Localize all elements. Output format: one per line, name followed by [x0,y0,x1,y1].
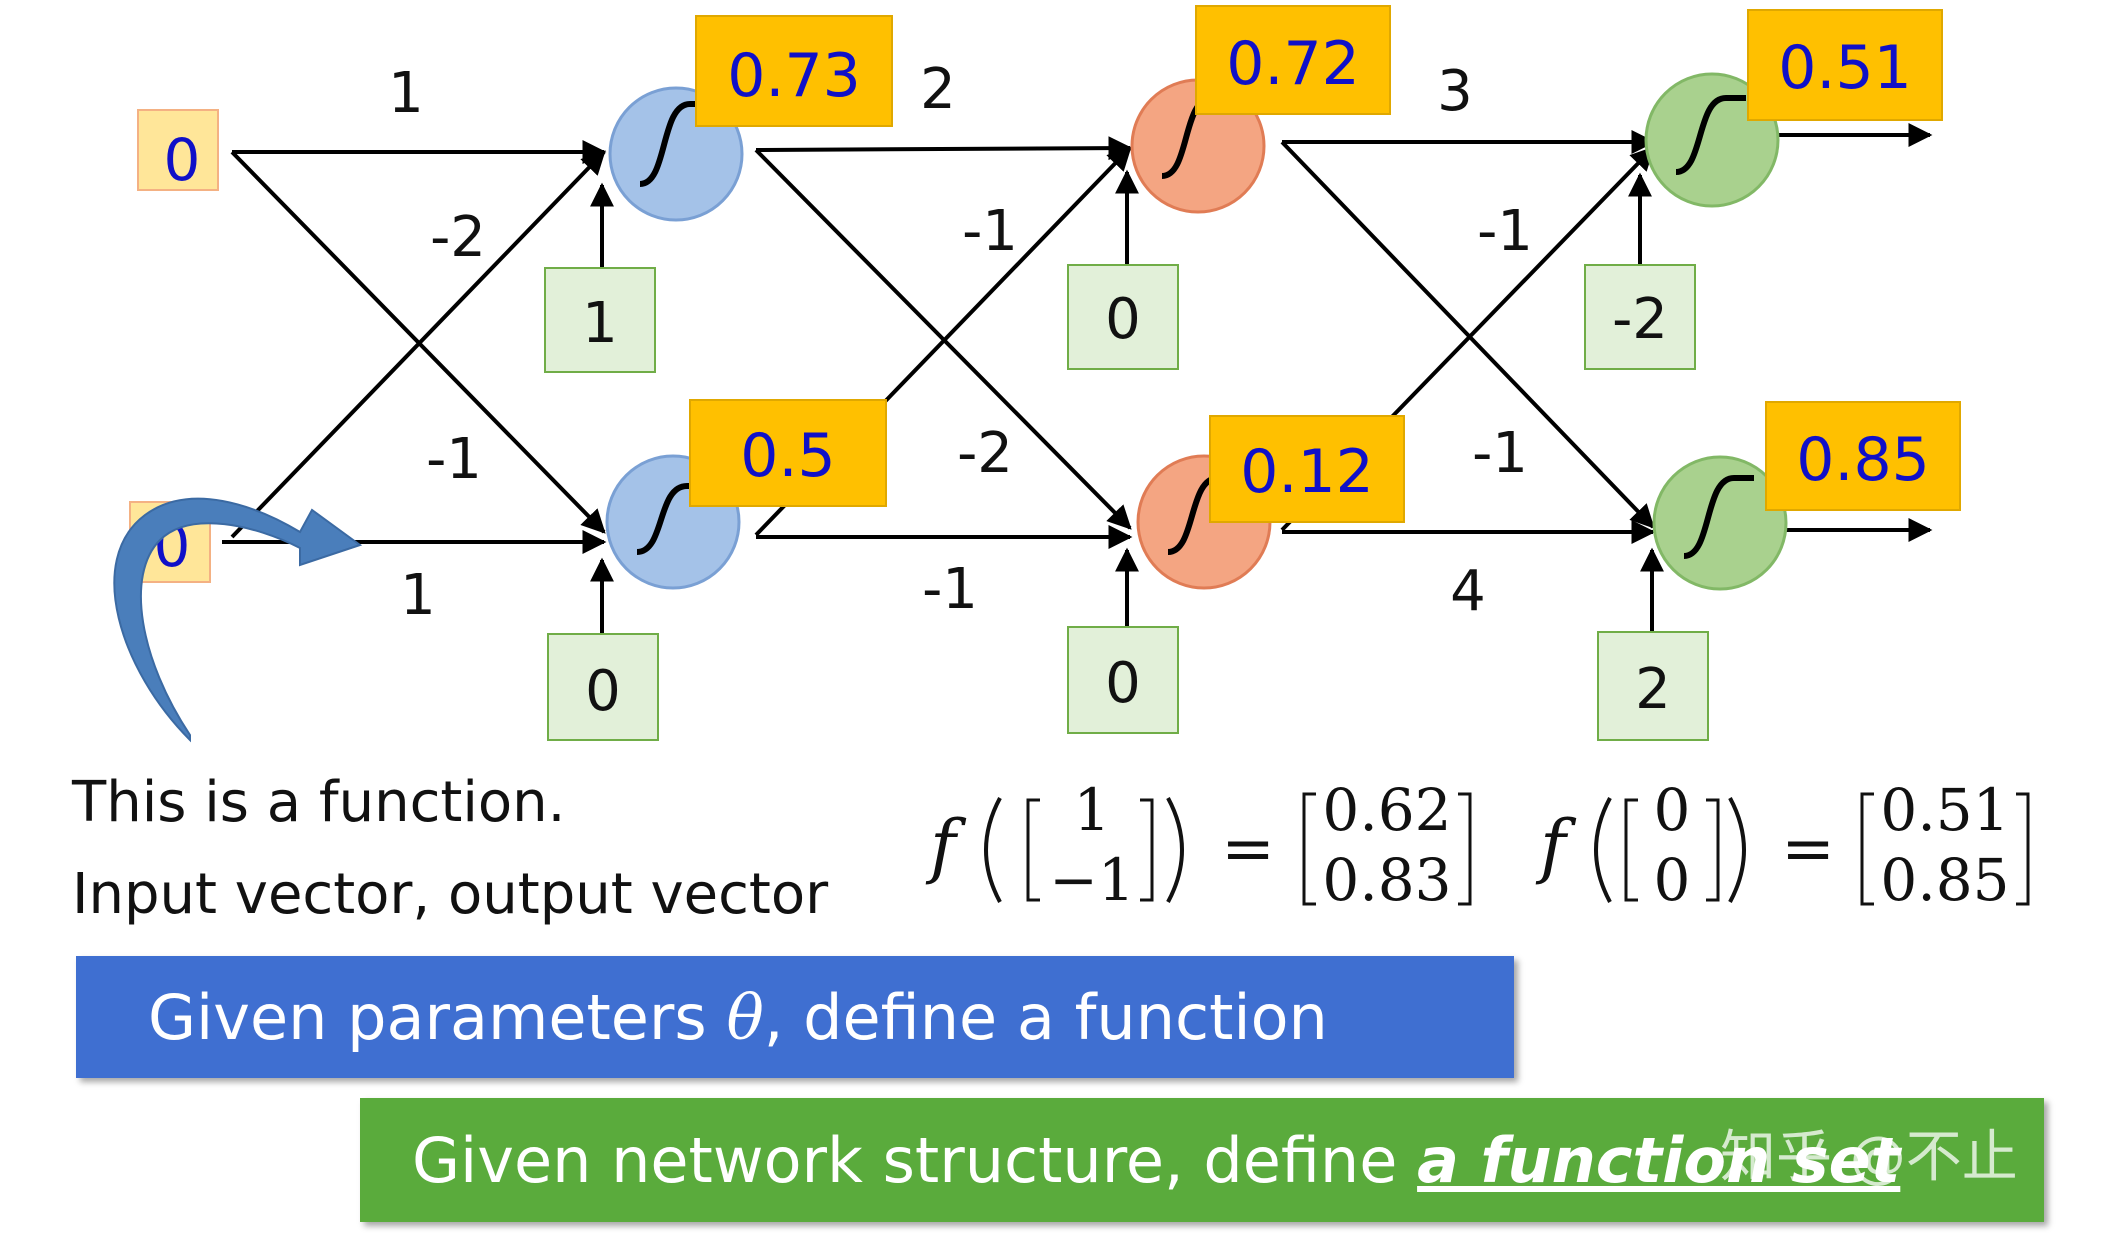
bias-box-layer1-top: 1 [544,267,656,373]
sigmoid-icon [1675,95,1746,175]
sigmoid-icon [1683,475,1754,559]
weight-label: 1 [400,563,436,628]
left-bracket [1624,798,1638,902]
left-bracket [1302,792,1316,906]
activation-value: 0.12 [1240,437,1374,507]
right-bracket [1706,798,1720,902]
bias-value: 0 [1105,287,1141,352]
neuron-layer3-top [1644,72,1780,208]
input-vector-entry: −1 [1049,846,1135,914]
input-vector-entry: 0 [1654,846,1691,914]
weight-label: -1 [922,557,978,622]
bias-value: 1 [582,291,618,356]
activation-box-layer2-top: 0.72 [1195,5,1391,115]
output-vector-entry: 0.85 [1880,846,2009,914]
activation-box-layer3-top: 0.51 [1747,9,1943,121]
bias-value: 2 [1635,657,1671,722]
activation-box-layer3-bottom: 0.85 [1765,401,1961,511]
edge-in2-n11 [230,150,606,539]
bias-value: 0 [1105,651,1141,716]
input-vector-entry: 1 [1074,776,1111,844]
activation-box-layer2-bottom: 0.12 [1209,415,1405,523]
weight-label: -1 [1472,421,1528,486]
sigmoid-icon [639,101,708,187]
banner-text-after: , define a function [763,980,1328,1054]
activation-value: 0.72 [1226,29,1360,99]
bias-box-layer2-bottom: 0 [1067,626,1179,734]
left-paren [984,797,1002,903]
right-paren [1166,797,1184,903]
weight-label: 2 [920,57,956,122]
bias-box-layer3-top: -2 [1584,264,1696,370]
bias-value: -2 [1612,287,1668,352]
output-vector-entry: 0.62 [1322,776,1451,844]
caption-line-2: Input vector, output vector [72,862,829,927]
parameters-banner: Given parameters θ , define a function [76,956,1514,1078]
weight-label: 1 [388,61,424,126]
edge-n11-n21 [755,136,1133,161]
weight-label: 3 [1437,59,1473,124]
weight-label: -1 [426,427,482,492]
right-bracket [1140,798,1154,902]
watermark: 知乎 @不止 [1720,1125,2018,1190]
input-box-1: 0 [137,109,219,194]
network-structure-banner: Given network structure, define a functi… [360,1098,2044,1222]
weight-label: -1 [962,199,1018,264]
bias-box-layer1-bottom: 0 [547,633,659,741]
right-bracket [2016,792,2030,906]
neuron-layer3-bottom [1652,455,1788,591]
curved-arrow-icon [113,497,363,743]
right-bracket [1458,792,1472,906]
bias-box-layer2-top: 0 [1067,264,1179,370]
bias-box-layer3-bottom: 2 [1597,631,1709,741]
theta-symbol: θ [726,980,764,1054]
weight-label: -2 [430,205,486,270]
input-value-1: 0 [164,126,201,194]
left-bracket [1026,798,1040,902]
left-bracket [1860,792,1874,906]
equals-sign: = [1781,812,1835,886]
equation-2: f 0 0 = 0.51 0.85 [1535,776,2030,914]
function-symbol: f [925,805,967,887]
equation-1: f 1 −1 = 0.62 0.83 [925,776,1472,914]
weight-label: 4 [1450,559,1486,624]
weight-label: -2 [957,421,1013,486]
activation-value: 0.5 [740,421,835,491]
banner-text-before: Given parameters [148,980,727,1054]
output-vector-entry: 0.51 [1880,776,2009,844]
activation-value: 0.51 [1778,33,1912,103]
weight-label: -1 [1477,199,1533,264]
sigmoid-icon [636,483,705,555]
activation-value: 0.85 [1796,425,1930,495]
equals-sign: = [1221,812,1275,886]
banner-text-before: Given network structure, define [412,1123,1418,1197]
left-paren [1594,797,1612,903]
caption-line-1: This is a function. [72,770,566,835]
bias-value: 0 [585,659,621,724]
activation-box-layer1-top: 0.73 [695,15,893,127]
function-set-emphasis: a function set [1417,1123,1901,1197]
activation-box-layer1-bottom: 0.5 [689,399,887,507]
edge-n21-n32 [1280,140,1655,529]
function-symbol: f [1535,805,1577,887]
output-vector-entry: 0.83 [1322,846,1451,914]
input-vector-entry: 0 [1654,776,1691,844]
activation-value: 0.73 [727,41,861,111]
right-paren [1728,797,1746,903]
